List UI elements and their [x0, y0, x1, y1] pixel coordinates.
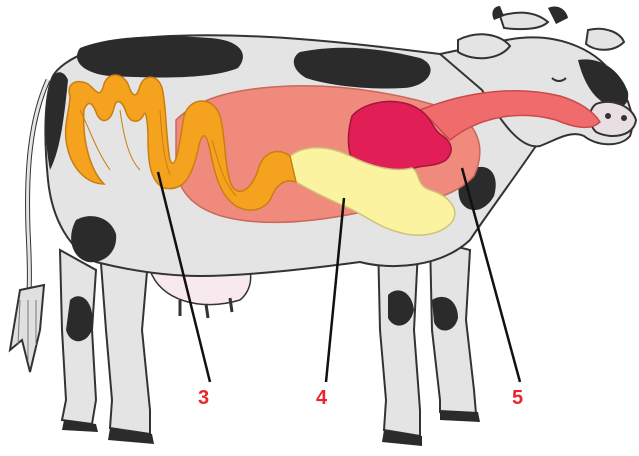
label-3: 3: [198, 388, 209, 408]
label-5: 5: [512, 388, 523, 408]
label-4: 4: [316, 388, 327, 408]
udder: [150, 270, 251, 318]
fore-legs: [378, 240, 480, 446]
tail: [10, 80, 48, 372]
hind-legs: [60, 250, 154, 444]
